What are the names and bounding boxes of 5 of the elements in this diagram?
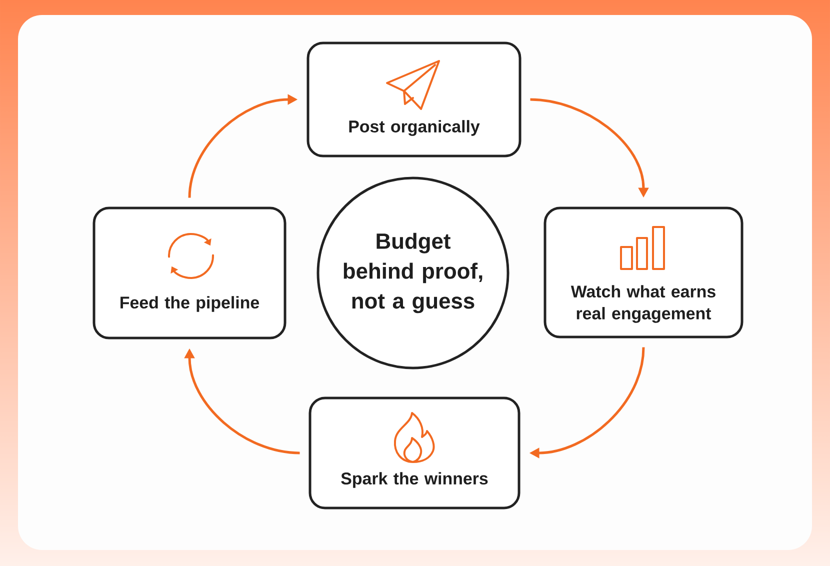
circle-node: Budget behind proof, not a guess: [316, 176, 510, 370]
process-box: Feed the pipeline: [92, 206, 286, 340]
process-box: Watch what earns real engagement: [544, 206, 744, 338]
process-box: Spark the winners: [308, 396, 520, 510]
process-box: Post organically: [306, 42, 522, 158]
